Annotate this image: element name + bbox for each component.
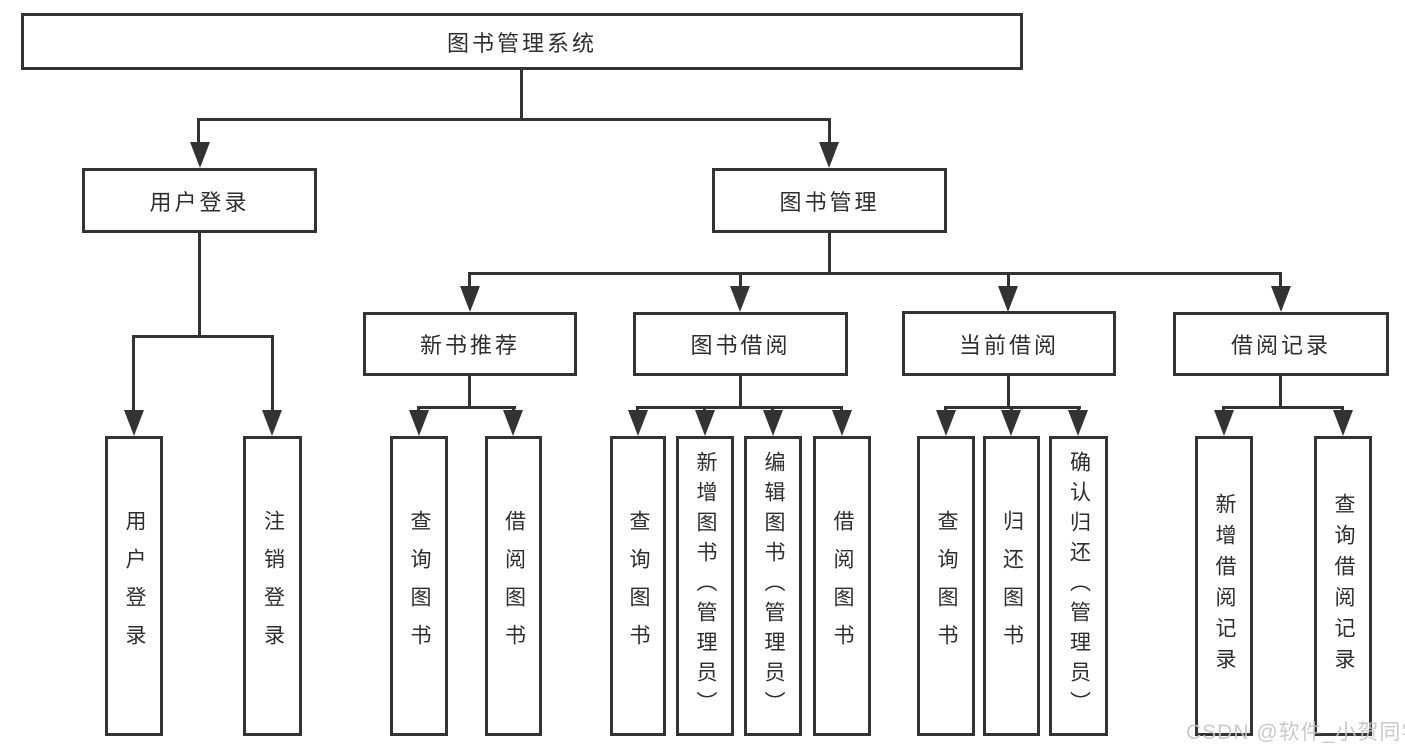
arrowhead-down-icon	[730, 286, 750, 312]
connector-line	[1279, 272, 1282, 290]
node-logout: 注销登录	[243, 436, 302, 736]
node-label: 编辑图书（管理员）	[762, 451, 785, 721]
node-cb-query-books: 查询图书	[917, 436, 975, 736]
connector-line	[197, 118, 831, 121]
arrowhead-down-icon	[1333, 410, 1353, 436]
node-label: 用户登录	[149, 189, 250, 215]
node-new-book-recommend: 新书推荐	[363, 312, 577, 376]
node-label: 借阅记录	[1230, 333, 1331, 358]
node-label: 当前借阅	[958, 332, 1059, 358]
arrowhead-down-icon	[1068, 410, 1088, 436]
connector-line	[739, 376, 742, 409]
connector-line	[132, 335, 135, 414]
node-borrowing-records: 借阅记录	[1173, 312, 1389, 376]
node-nb-borrow-books: 借阅图书	[485, 436, 542, 736]
node-label: 图书借阅	[690, 333, 791, 358]
connector-line	[468, 376, 471, 409]
node-label: 查询图书	[935, 510, 958, 662]
node-bb-query-books: 查询图书	[610, 436, 666, 736]
node-label: 确认归还（管理员）	[1067, 451, 1091, 721]
arrowhead-down-icon	[832, 410, 852, 436]
arrowhead-down-icon	[409, 410, 429, 436]
node-label: 查询借阅记录	[1332, 493, 1355, 679]
node-user-login: 用户登录	[82, 168, 317, 233]
arrowhead-down-icon	[695, 410, 715, 436]
connector-line	[1007, 376, 1010, 409]
node-label: 查询图书	[408, 510, 431, 662]
arrowhead-down-icon	[503, 410, 523, 436]
node-label: 借阅图书	[502, 510, 526, 662]
node-br-add-record: 新增借阅记录	[1195, 436, 1253, 736]
node-label: 图书管理系统	[446, 30, 597, 56]
connector-line	[828, 118, 831, 146]
arrowhead-down-icon	[1271, 286, 1291, 312]
node-library-system: 图书管理系统	[21, 13, 1023, 70]
node-label: 新增借阅记录	[1213, 493, 1236, 679]
arrowhead-down-icon	[819, 142, 839, 168]
connector-line	[828, 233, 831, 274]
node-book-borrowing: 图书借阅	[633, 312, 848, 376]
connector-line	[520, 70, 523, 120]
node-label: 归还图书	[1000, 510, 1024, 662]
connector-line	[197, 118, 200, 146]
node-nb-query-books: 查询图书	[390, 436, 448, 736]
node-label: 用户登录	[123, 510, 146, 662]
node-label: 新书推荐	[419, 333, 520, 358]
connector-line	[1007, 272, 1010, 290]
node-cb-confirm-return-admin: 确认归还（管理员）	[1049, 436, 1108, 736]
arrowhead-down-icon	[262, 410, 282, 436]
node-bb-borrow-books: 借阅图书	[813, 436, 871, 736]
node-bb-edit-books-admin: 编辑图书（管理员）	[744, 436, 802, 736]
node-label: 查询图书	[627, 510, 650, 662]
node-bb-add-books-admin: 新增图书（管理员）	[676, 436, 734, 736]
arrowhead-down-icon	[1214, 410, 1234, 436]
arrowhead-down-icon	[763, 410, 783, 436]
node-br-query-record: 查询借阅记录	[1314, 436, 1372, 736]
node-current-borrowing: 当前借阅	[902, 311, 1116, 376]
connector-line	[1222, 406, 1344, 409]
arrowhead-down-icon	[936, 410, 956, 436]
connector-line	[132, 335, 274, 338]
connector-line	[417, 406, 516, 409]
node-login: 用户登录	[105, 436, 163, 736]
arrowhead-down-icon	[1001, 410, 1021, 436]
node-book-management: 图书管理	[712, 168, 947, 233]
connector-line	[1279, 376, 1282, 409]
csdn-watermark: CSDN @软件_小贺同学	[1186, 721, 1405, 744]
arrowhead-down-icon	[190, 142, 210, 168]
connector-line	[468, 272, 1282, 275]
connector-line	[468, 272, 471, 290]
arrowhead-down-icon	[628, 410, 648, 436]
node-cb-return-books: 归还图书	[983, 436, 1040, 736]
node-label: 借阅图书	[831, 510, 854, 662]
node-label: 图书管理	[779, 189, 880, 215]
connector-line	[739, 272, 742, 290]
connector-line	[271, 335, 274, 414]
connector-line	[636, 406, 843, 409]
connector-line	[198, 233, 201, 337]
node-label: 注销登录	[261, 510, 285, 662]
arrowhead-down-icon	[124, 410, 144, 436]
arrowhead-down-icon	[460, 286, 480, 312]
node-label: 新增图书（管理员）	[694, 451, 717, 721]
arrowhead-down-icon	[998, 286, 1018, 312]
